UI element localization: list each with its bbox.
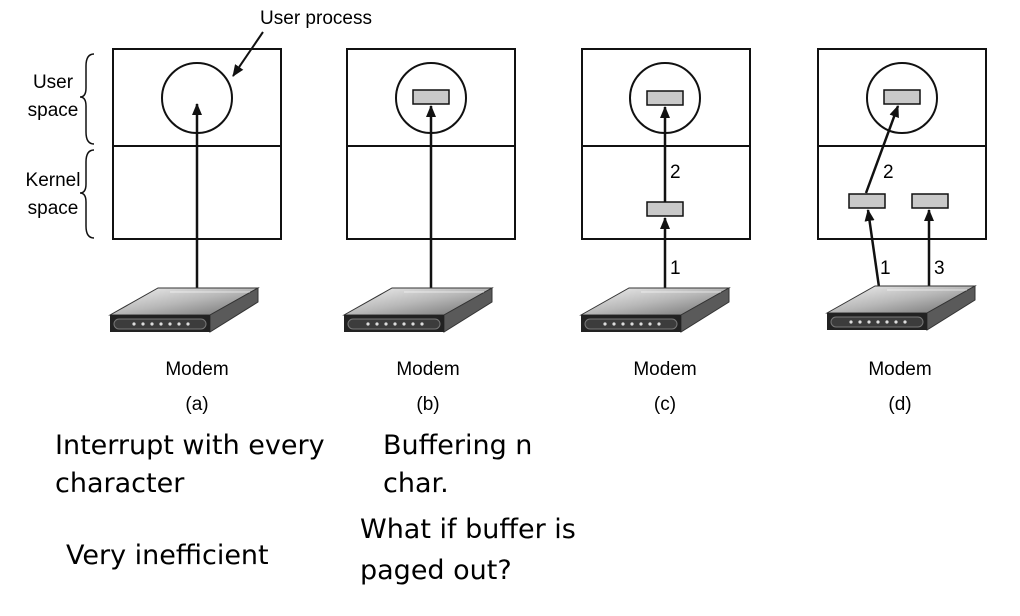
note-a-line2: character [55, 468, 185, 499]
panel-c-user-buffer [646, 90, 684, 106]
panel-c-step-1-label: 1 [670, 258, 681, 279]
panel-d-arrow-2 [864, 105, 900, 194]
panel-d-kernel-buffer-2 [911, 193, 949, 209]
note-b-line4: paged out? [360, 555, 512, 586]
panel-d-arrow-1 [864, 209, 882, 295]
panel-b-modem-icon [343, 287, 493, 333]
panel-d: 1 2 3 Modem (d) [817, 48, 987, 415]
user-space-label-line1: User [33, 72, 74, 93]
user-space-label-line2: space [28, 100, 79, 121]
panel-d-caption: (d) [888, 394, 911, 415]
panel-d-user-process [866, 62, 938, 134]
panel-d-modem-icon [826, 285, 976, 331]
panel-d-step-2-label: 2 [883, 162, 894, 183]
panel-b-user-buffer [412, 89, 450, 105]
panel-b-modem-label: Modem [396, 359, 459, 380]
kernel-space-brace [79, 149, 95, 239]
panel-d-user-buffer [883, 89, 921, 105]
panel-b-caption: (b) [416, 394, 439, 415]
panel-c-modem-label: Modem [633, 359, 696, 380]
panel-d-frame [817, 48, 987, 240]
note-b-line1: Buffering n [383, 430, 533, 461]
panel-c-kernel-buffer [646, 201, 684, 217]
kernel-space-label-line2: space [28, 198, 79, 219]
kernel-space-label-line1: Kernel [26, 170, 81, 191]
user-space-brace [79, 53, 95, 145]
panel-c-step-2-label: 2 [670, 162, 681, 183]
panel-c-modem-icon [580, 287, 730, 333]
panel-a: Modem (a) [109, 48, 282, 415]
note-b-line3: What if buffer is [360, 514, 576, 545]
panel-a-caption: (a) [185, 394, 208, 415]
panel-d-kernel-buffer-1 [848, 193, 886, 209]
panel-d-step-3-label: 3 [934, 258, 945, 279]
panel-c-caption: (c) [654, 394, 676, 415]
panel-c: 1 2 Modem (c) [580, 48, 751, 415]
panel-a-modem-icon [109, 287, 259, 333]
note-b-line2: char. [383, 468, 449, 499]
panel-a-modem-label: Modem [165, 359, 228, 380]
panel-d-step-1-label: 1 [880, 258, 891, 279]
note-a-line1: Interrupt with every [55, 430, 325, 461]
note-a-line3: Very inefficient [66, 540, 269, 571]
user-process-pointer [232, 31, 264, 77]
user-process-label: User process [260, 8, 372, 29]
panel-b: Modem (b) [343, 48, 516, 415]
panel-d-modem-label: Modem [868, 359, 931, 380]
